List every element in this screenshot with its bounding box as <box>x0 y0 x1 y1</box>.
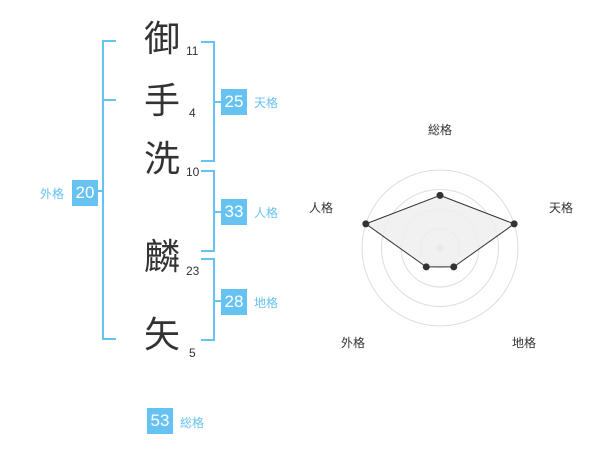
gaikaku-label: 外格 <box>40 187 65 201</box>
name-char-3: 洗 <box>143 139 180 180</box>
jinkaku-value-box: 33 <box>221 199 247 225</box>
chikaku-connector <box>213 300 221 302</box>
chikaku-label: 地格 <box>254 296 279 310</box>
gaikaku-bracket-divider <box>104 99 116 101</box>
chikaku-value-box: 28 <box>221 289 247 315</box>
radar-grid-ring-3 <box>381 189 499 307</box>
radar-value-polygon <box>364 194 516 268</box>
stroke-count-3: 10 <box>186 165 200 179</box>
radar-label-gaikaku: 外格 <box>341 336 366 350</box>
soukaku-value-box: 53 <box>147 408 173 434</box>
jinkaku-connector <box>213 211 221 213</box>
radar-label-jinkaku: 人格 <box>309 201 334 215</box>
soukaku-label: 総格 <box>180 416 205 430</box>
tenkaku-connector <box>213 101 221 103</box>
radar-label-soukaku: 総格 <box>428 123 453 137</box>
stroke-count-2: 4 <box>189 106 196 120</box>
tenkaku-value-box: 25 <box>221 89 247 115</box>
jinkaku-label: 人格 <box>254 206 279 220</box>
chikaku-bracket <box>201 258 215 341</box>
radar-grid-ring-4 <box>361 169 519 327</box>
stroke-count-1: 11 <box>186 44 199 58</box>
radar-point-2 <box>510 220 518 228</box>
name-char-5: 矢 <box>143 315 180 356</box>
radar-point-1 <box>436 191 444 199</box>
gaikaku-connector <box>92 190 104 192</box>
radar-point-4 <box>422 263 430 271</box>
gaikaku-value-box: 20 <box>72 180 98 206</box>
name-char-4: 麟 <box>143 237 180 278</box>
name-char-2: 手 <box>143 81 180 122</box>
tenkaku-label: 天格 <box>254 96 279 110</box>
name-char-1: 御 <box>143 19 180 60</box>
radar-label-tenkaku: 天格 <box>549 201 574 215</box>
stroke-count-4: 23 <box>186 264 200 278</box>
stroke-count-5: 5 <box>189 346 196 360</box>
radar-point-5 <box>362 220 370 228</box>
radar-label-chikaku: 地格 <box>512 336 537 350</box>
radar-point-3 <box>450 263 458 271</box>
